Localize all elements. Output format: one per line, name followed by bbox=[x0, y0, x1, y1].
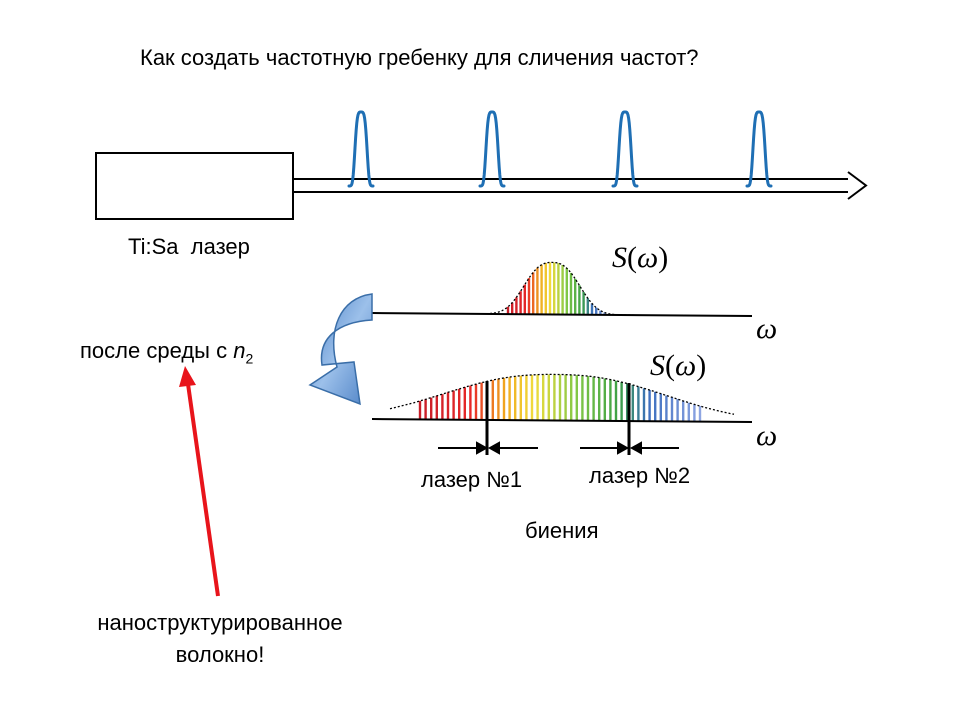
pulse-3 bbox=[611, 110, 639, 188]
medium-label-var: n bbox=[233, 338, 246, 363]
medium-label: после среды с n2 bbox=[80, 338, 254, 367]
spectrum-top bbox=[478, 261, 644, 316]
red-arrow bbox=[179, 366, 220, 597]
medium-label-text: после среды с bbox=[80, 338, 234, 363]
omega-axis-top bbox=[371, 312, 753, 317]
laser1-label: лазер №1 bbox=[421, 467, 523, 492]
beam-arrow bbox=[293, 171, 868, 200]
omega-label-top: ω bbox=[756, 312, 778, 345]
pulse-train bbox=[347, 110, 773, 188]
spectrum-top-label: S(ω) bbox=[612, 241, 669, 274]
laser-box bbox=[95, 152, 294, 220]
fiber-label-line1: наноструктурированное bbox=[97, 610, 343, 635]
pulse-2 bbox=[478, 110, 506, 188]
beat-arrows bbox=[438, 441, 679, 455]
spectrum-bottom-envelope bbox=[389, 373, 735, 415]
laser2-label: лазер №2 bbox=[589, 463, 691, 488]
pulse-1 bbox=[347, 110, 375, 188]
page-title: Как создать частотную гребенку для сличе… bbox=[140, 45, 699, 70]
medium-label-sub: 2 bbox=[245, 350, 254, 367]
spectrum-bottom-label: S(ω) bbox=[650, 349, 707, 382]
s-symbol-bottom: S bbox=[650, 349, 665, 382]
s-symbol-top: S bbox=[612, 241, 627, 274]
laser-label: Ti:Sa лазер bbox=[128, 234, 250, 259]
pulse-4 bbox=[745, 110, 773, 188]
curved-arrow bbox=[308, 293, 373, 406]
omega-axis-bottom bbox=[371, 418, 753, 423]
omega-label-bottom: ω bbox=[756, 419, 778, 452]
s-arg-top: ω bbox=[637, 241, 659, 274]
fiber-label-line2: волокно! bbox=[175, 642, 265, 667]
beats-label: биения bbox=[525, 518, 599, 543]
s-arg-bottom: ω bbox=[675, 349, 697, 382]
fiber-label: наноструктурированное волокно! bbox=[60, 607, 380, 671]
